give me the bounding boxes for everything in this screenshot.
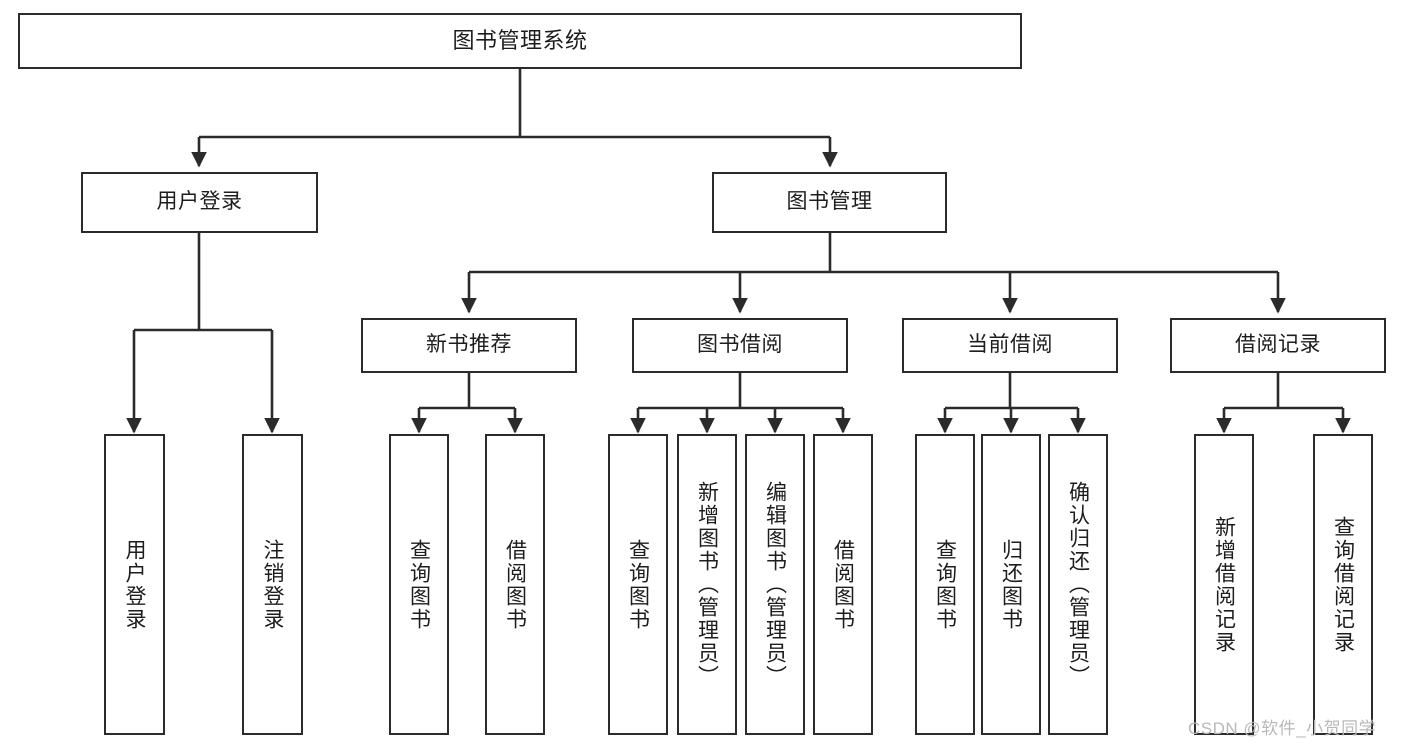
node-label: 当前借阅 [967,333,1053,357]
node-label: 借阅记录 [1235,333,1321,357]
node-book-management[interactable]: 图书管理 [712,172,947,233]
node-label: 新增借阅记录 [1212,515,1236,654]
node-user-login[interactable]: 用户登录 [81,172,318,233]
node-leaf-borrow-book[interactable]: 借阅图书 [813,434,873,735]
node-borrow-record[interactable]: 借阅记录 [1170,318,1386,373]
node-label: 图书借阅 [697,333,783,357]
node-label: 注销登录 [261,538,284,631]
node-leaf-return-book[interactable]: 归还图书 [981,434,1041,735]
node-label: 编辑图书（管理员） [763,481,787,688]
node-leaf-confirm-return-admin[interactable]: 确认归还（管理员） [1048,434,1108,735]
node-label: 归还图书 [999,538,1023,631]
node-label: 查询借阅记录 [1331,515,1355,654]
node-book-borrow[interactable]: 图书借阅 [632,318,848,373]
node-label: 查询图书 [407,538,431,631]
node-new-book-recommend[interactable]: 新书推荐 [361,318,577,373]
node-leaf-query-book-current[interactable]: 查询图书 [915,434,975,735]
node-current-borrow[interactable]: 当前借阅 [902,318,1118,373]
node-label: 新增图书（管理员） [695,481,719,688]
node-leaf-add-book-admin[interactable]: 新增图书（管理员） [677,434,737,735]
node-label: 用户登录 [123,538,146,631]
node-leaf-query-book-borrow[interactable]: 查询图书 [608,434,668,735]
node-leaf-query-borrow-record[interactable]: 查询借阅记录 [1313,434,1373,735]
node-label: 图书管理系统 [452,28,588,54]
node-label: 用户登录 [156,190,243,214]
node-label: 查询图书 [626,538,650,631]
node-leaf-borrow-book-recommend[interactable]: 借阅图书 [485,434,545,735]
node-label: 借阅图书 [503,538,527,631]
node-root-book-management-system[interactable]: 图书管理系统 [18,13,1022,69]
node-leaf-query-book-recommend[interactable]: 查询图书 [389,434,449,735]
node-label: 图书管理 [786,190,873,214]
node-label: 借阅图书 [831,538,855,631]
node-label: 确认归还（管理员） [1066,481,1090,688]
node-leaf-logout[interactable]: 注销登录 [242,434,303,735]
node-leaf-edit-book-admin[interactable]: 编辑图书（管理员） [745,434,805,735]
node-label: 查询图书 [933,538,957,631]
node-label: 新书推荐 [426,333,512,357]
node-leaf-add-borrow-record[interactable]: 新增借阅记录 [1194,434,1254,735]
node-leaf-user-login[interactable]: 用户登录 [104,434,165,735]
